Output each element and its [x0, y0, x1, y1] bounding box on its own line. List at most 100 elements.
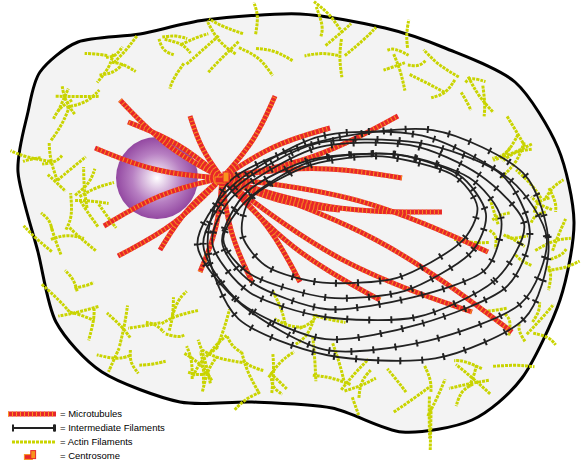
actin-filament — [507, 116, 525, 147]
actin-filament — [533, 333, 555, 345]
actin-filament — [51, 226, 61, 254]
intermediate-swatch — [12, 428, 56, 429]
actin-filament — [326, 24, 352, 46]
actin-filament — [53, 100, 72, 120]
microtubule-swatch — [8, 414, 56, 415]
actin-filament — [332, 343, 343, 381]
actin-filament — [227, 336, 241, 352]
actin-filament — [166, 334, 185, 337]
intermediate-filament — [197, 132, 547, 352]
actin-filament — [519, 324, 525, 342]
legend-label: = Intermediate Filaments — [60, 422, 165, 434]
actin-filament — [11, 151, 51, 162]
microtubule-stripe — [104, 178, 222, 226]
actin-filament — [48, 175, 66, 192]
actin-filament — [187, 36, 219, 64]
microtubule — [104, 178, 222, 226]
actin-filament — [209, 19, 243, 34]
actin-filament — [57, 157, 85, 180]
actin-filament — [313, 336, 316, 381]
actin-filament — [24, 226, 52, 252]
actin-filament — [85, 53, 108, 55]
actin-filament — [74, 282, 93, 288]
actin-filament — [41, 213, 52, 231]
actin-filament — [431, 80, 455, 98]
actin-filament — [208, 335, 226, 355]
actin-filament — [501, 135, 518, 159]
actin-filament — [394, 54, 405, 91]
actin-filament — [170, 63, 184, 88]
actin-filament — [51, 106, 70, 140]
actin-filament — [128, 323, 160, 328]
actin-filament — [256, 48, 293, 61]
actin-filament — [51, 236, 84, 240]
centrosome — [215, 172, 229, 183]
actin-filament — [200, 351, 203, 383]
actin-filament — [387, 49, 408, 55]
legend-label: = Actin Filaments — [60, 436, 133, 448]
actin-filament — [548, 266, 550, 290]
actin-filament — [468, 77, 493, 113]
actin-filament — [89, 308, 94, 340]
actin-filament — [454, 361, 482, 369]
actin-filament — [235, 392, 260, 410]
actin-filament — [162, 36, 187, 39]
legend-label: = Centrosome — [60, 450, 120, 462]
actin-filament — [242, 352, 260, 394]
microtubule-stripe — [222, 178, 380, 300]
actin-filament — [407, 20, 409, 48]
cell-membrane — [18, 14, 574, 432]
legend-label: = Microtubules — [60, 408, 122, 420]
actin-filament — [42, 284, 70, 312]
intermediate-filament — [242, 156, 478, 283]
microtubule-stripe — [120, 100, 222, 178]
actin-filament — [70, 312, 95, 320]
filament-tick — [197, 132, 547, 352]
actin-filament — [345, 27, 376, 55]
filament-tick — [242, 156, 478, 283]
actin-filament — [387, 369, 406, 392]
microtubule — [120, 100, 222, 178]
actin-filament — [162, 310, 198, 323]
microtubule — [222, 178, 380, 300]
actin-filament — [425, 366, 431, 392]
filament-tick — [212, 143, 524, 321]
actin-filament — [254, 2, 257, 34]
actin-filament — [23, 158, 41, 162]
actin-filament — [553, 219, 566, 251]
intermediate-filament — [208, 129, 549, 361]
actin-filament — [493, 365, 534, 366]
actin-filament — [548, 261, 580, 270]
actin-filament — [314, 2, 343, 33]
legend-swatches — [8, 414, 56, 459]
actin-filament — [193, 347, 218, 375]
actin-filament — [62, 86, 75, 114]
actin-filament — [393, 387, 429, 412]
actin-filament — [81, 201, 99, 227]
actin-filament — [112, 62, 136, 71]
actin-filament — [344, 378, 375, 391]
actin-filament — [66, 90, 99, 107]
actin-swatch — [12, 442, 56, 443]
actin-filament — [159, 38, 174, 54]
actin-filament — [428, 379, 445, 416]
actin-filament — [546, 180, 564, 198]
actin-filament — [551, 248, 567, 259]
actin-filament — [408, 60, 426, 65]
intermediate-filament — [212, 143, 524, 321]
actin-filament — [465, 79, 485, 83]
actin-filament — [352, 397, 358, 415]
actin-filament — [424, 50, 459, 77]
intermediate-filaments — [197, 129, 548, 361]
actin-filament — [165, 39, 191, 53]
actin-filament — [456, 384, 473, 406]
actin-filament — [108, 348, 119, 372]
actin-filament — [114, 35, 137, 62]
filament-tick — [222, 154, 501, 310]
actin-filament — [383, 63, 404, 70]
actin-filament — [461, 92, 471, 110]
actin-filament — [139, 361, 165, 365]
actin-filament — [187, 346, 193, 379]
actin-filament — [340, 39, 342, 77]
